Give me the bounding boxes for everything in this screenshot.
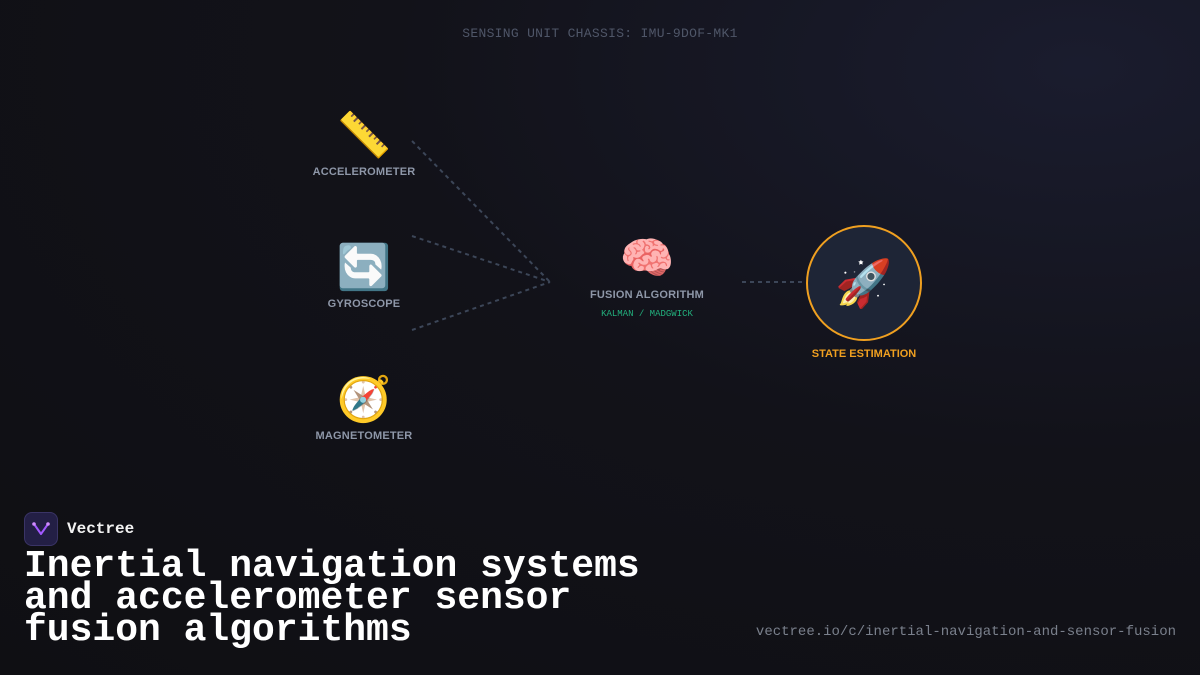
- magnetometer-label: MAGNETOMETER: [315, 430, 413, 442]
- connector-accelerometer-fusion: [411, 140, 551, 283]
- accelerometer-node: 📏 ACCELEROMETER: [284, 110, 444, 178]
- state-estimation-node: 🚀: [806, 225, 922, 341]
- brand: Vectree: [24, 512, 134, 546]
- connector-magnetometer-fusion: [411, 281, 551, 331]
- rocket-icon: 🚀: [835, 256, 893, 309]
- ruler-icon: 📏: [336, 111, 392, 160]
- state-estimation-label: STATE ESTIMATION: [811, 348, 917, 360]
- vectree-logo-icon: [24, 512, 58, 546]
- fusion-algorithm-sublabel: KALMAN / MADGWICK: [601, 309, 693, 319]
- page-url: vectree.io/c/inertial-navigation-and-sen…: [755, 624, 1176, 640]
- brain-icon: 🧠: [619, 234, 675, 283]
- gyroscope-label: GYROSCOPE: [327, 298, 401, 310]
- compass-icon: 🧭: [336, 375, 392, 424]
- connector-gyroscope-fusion: [411, 235, 551, 283]
- fusion-algorithm-node: 🧠 FUSION ALGORITHM KALMAN / MADGWICK: [567, 233, 727, 319]
- rotate-arrows-icon: 🔄: [336, 243, 392, 292]
- brand-name: Vectree: [67, 520, 135, 538]
- magnetometer-node: 🧭 MAGNETOMETER: [284, 374, 444, 442]
- accelerometer-label: ACCELEROMETER: [312, 166, 416, 178]
- gyroscope-node: 🔄 GYROSCOPE: [284, 242, 444, 310]
- page-title: Inertial navigation systems and accelero…: [24, 545, 640, 652]
- chassis-label: SENSING UNIT CHASSIS: IMU-9DOF-MK1: [462, 26, 738, 41]
- fusion-algorithm-label: FUSION ALGORITHM: [589, 289, 704, 301]
